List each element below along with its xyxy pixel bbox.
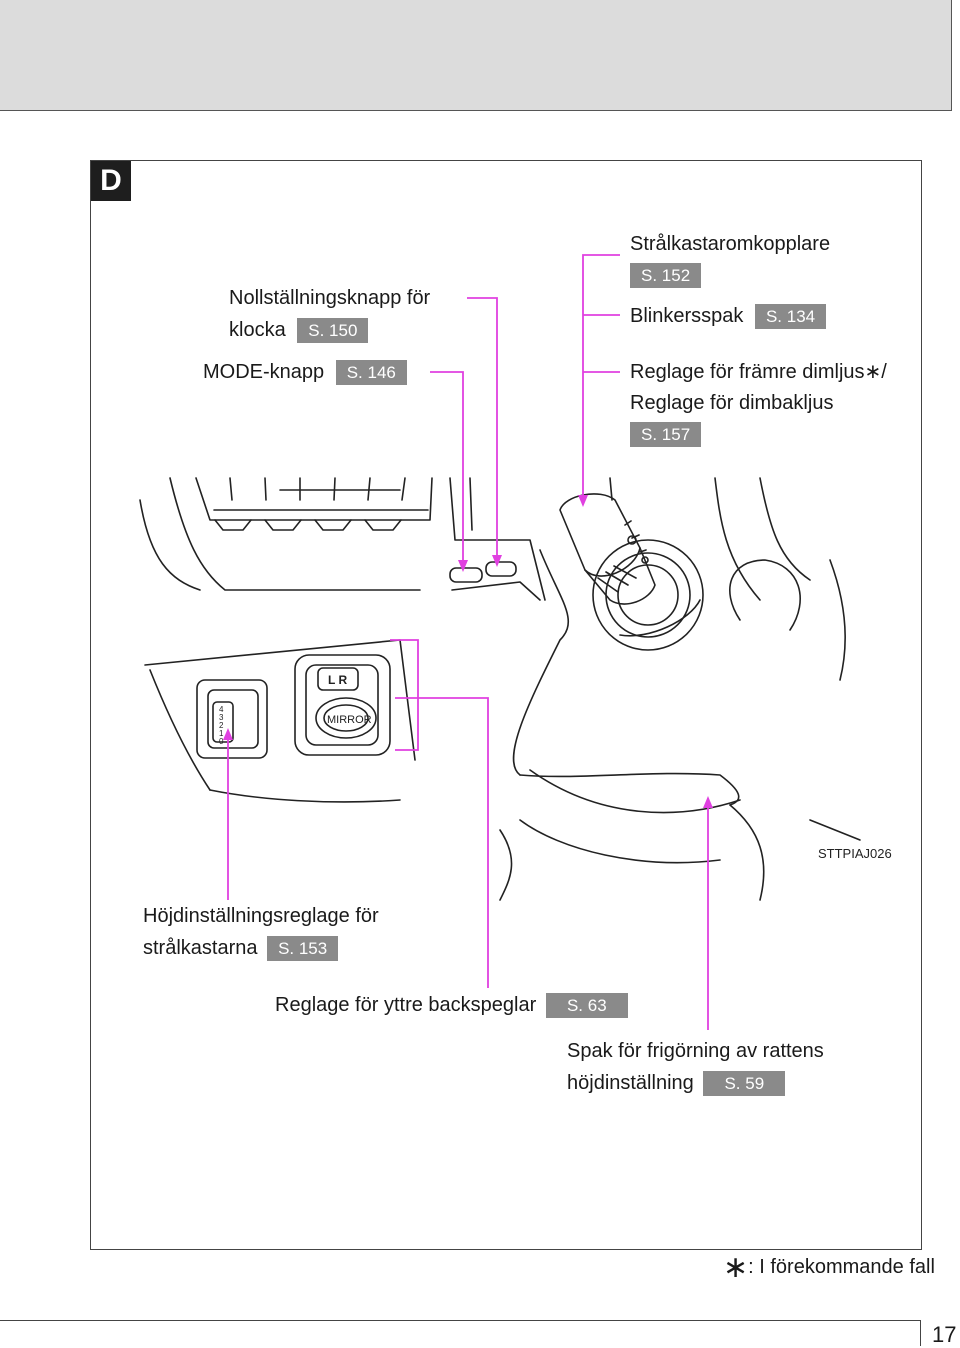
dial-mark-2: 2: [219, 721, 224, 730]
label-backspeglar: Reglage för yttre backspeglar S. 63: [275, 989, 628, 1021]
ref-hojd: S. 153: [267, 936, 339, 962]
dial-mark-3: 3: [219, 713, 224, 722]
backspeglar-text: Reglage för yttre backspeglar: [275, 994, 537, 1016]
section-letter-badge: D: [91, 161, 131, 201]
illustration-code: STTPIAJ026: [818, 846, 892, 861]
ref-mode: S. 146: [335, 360, 407, 386]
footnote-text: : I förekommande fall: [748, 1256, 935, 1278]
footer-divider: [920, 1320, 921, 1346]
ref-nollstallning: S. 150: [297, 318, 369, 344]
mirror-lr-text: L R: [328, 673, 347, 687]
label-nollstallning-line1: Nollställningsknapp för: [229, 287, 431, 309]
page-number: 17: [932, 1322, 957, 1347]
label-nollstallning-line2: klocka S. 150: [229, 314, 369, 346]
label-spak-line1: Spak för frigörning av rattens: [567, 1040, 824, 1062]
footer-rule: [0, 1320, 920, 1321]
spak-text: höjdinställning: [567, 1072, 694, 1094]
mode-text: MODE-knapp: [203, 361, 325, 383]
ref-stralkastaromkopplare: S. 152: [630, 263, 702, 288]
content-frame: [90, 160, 922, 1250]
label-mode: MODE-knapp S. 146: [203, 356, 407, 388]
hojd-text: strålkastarna: [143, 937, 258, 959]
nollstallning-text: klocka: [229, 319, 286, 341]
label-spak-line2: höjdinställning S. 59: [567, 1067, 786, 1099]
label-hojd-line2: strålkastarna S. 153: [143, 932, 339, 964]
label-stralkastaromkopplare: Strålkastaromkopplare: [630, 233, 831, 255]
blinkersspak-text: Blinkersspak: [630, 305, 744, 327]
mirror-text: MIRROR: [327, 714, 372, 726]
leader-arrowheads: [223, 495, 713, 808]
ref-backspeglar: S. 63: [545, 993, 628, 1019]
ref-spak: S. 59: [703, 1071, 786, 1097]
dial-mark-1: 1: [219, 729, 224, 738]
dial-mark-4: 4: [219, 705, 224, 714]
header-bar: [0, 0, 952, 111]
footnote: ∗: I förekommande fall: [723, 1250, 935, 1285]
ref-blinkersspak: S. 134: [754, 304, 827, 330]
label-blinkersspak: Blinkersspak S. 134: [630, 300, 827, 332]
leader-lines: [227, 254, 709, 1030]
ref-dimljus: S. 157: [630, 422, 702, 447]
footnote-asterisk: ∗: [723, 1251, 749, 1284]
label-dimljus-line1: Reglage för främre dimljus∗/: [630, 361, 887, 383]
label-hojd-line1: Höjdinställningsreglage för: [143, 905, 379, 927]
label-dimljus-line2: Reglage för dimbakljus: [630, 392, 834, 414]
dial-mark-0: 0: [219, 737, 224, 746]
